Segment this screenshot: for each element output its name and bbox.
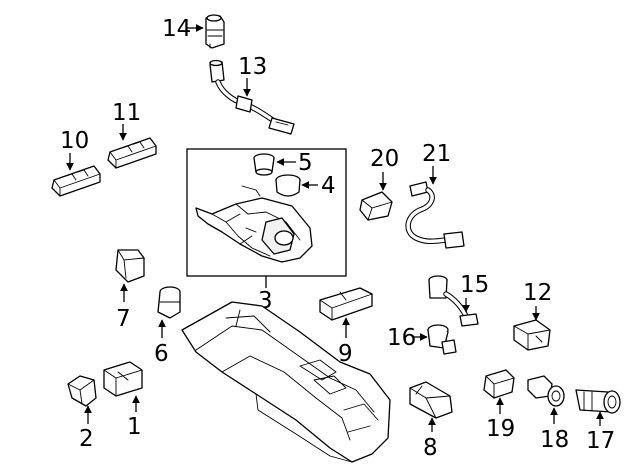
part-9-switch <box>319 287 373 321</box>
part-16-button <box>427 324 457 355</box>
part-13-socket-harness <box>209 59 295 135</box>
callout-8: 8 <box>423 435 438 461</box>
callout-4: 4 <box>321 173 336 199</box>
callout-2: 2 <box>79 426 94 452</box>
callout-10: 10 <box>60 128 89 154</box>
callout-21: 21 <box>422 141 451 167</box>
part-2-clip <box>67 375 97 407</box>
part-14-plug <box>205 14 225 49</box>
part-15-socket-lead <box>428 275 479 327</box>
callout-7: 7 <box>116 306 131 332</box>
callout-11: 11 <box>112 100 141 126</box>
callout-6: 6 <box>154 341 169 367</box>
part-21-wire-harness <box>405 181 465 249</box>
part-11-switch-panel <box>107 137 157 169</box>
callout-19: 19 <box>486 416 515 442</box>
part-17-lighter-socket <box>575 389 621 414</box>
part-5-knob <box>253 153 275 176</box>
callout-20: 20 <box>370 146 399 172</box>
callout-14: 14 <box>162 16 191 42</box>
callout-1: 1 <box>127 414 142 440</box>
part-8-switch <box>409 381 453 419</box>
center-console <box>181 301 391 463</box>
callout-17: 17 <box>586 428 615 454</box>
part-18-socket <box>527 375 565 407</box>
part-20-connector <box>359 191 393 221</box>
callout-9: 9 <box>338 341 353 367</box>
callout-12: 12 <box>523 280 552 306</box>
part-1-holder <box>103 361 143 397</box>
part-7-bracket <box>115 249 145 283</box>
part-19-socket <box>483 369 515 399</box>
callout-13: 13 <box>238 54 267 80</box>
part-12-switch <box>513 319 551 351</box>
part-10-switch-panel <box>51 165 101 197</box>
part-4-knob-cap <box>275 174 301 197</box>
callout-15: 15 <box>460 272 489 298</box>
part-6-socket <box>157 286 181 319</box>
callout-18: 18 <box>540 427 569 453</box>
part-3-shifter-bezel <box>195 185 313 263</box>
callout-5: 5 <box>298 150 313 176</box>
callout-16: 16 <box>387 325 416 351</box>
